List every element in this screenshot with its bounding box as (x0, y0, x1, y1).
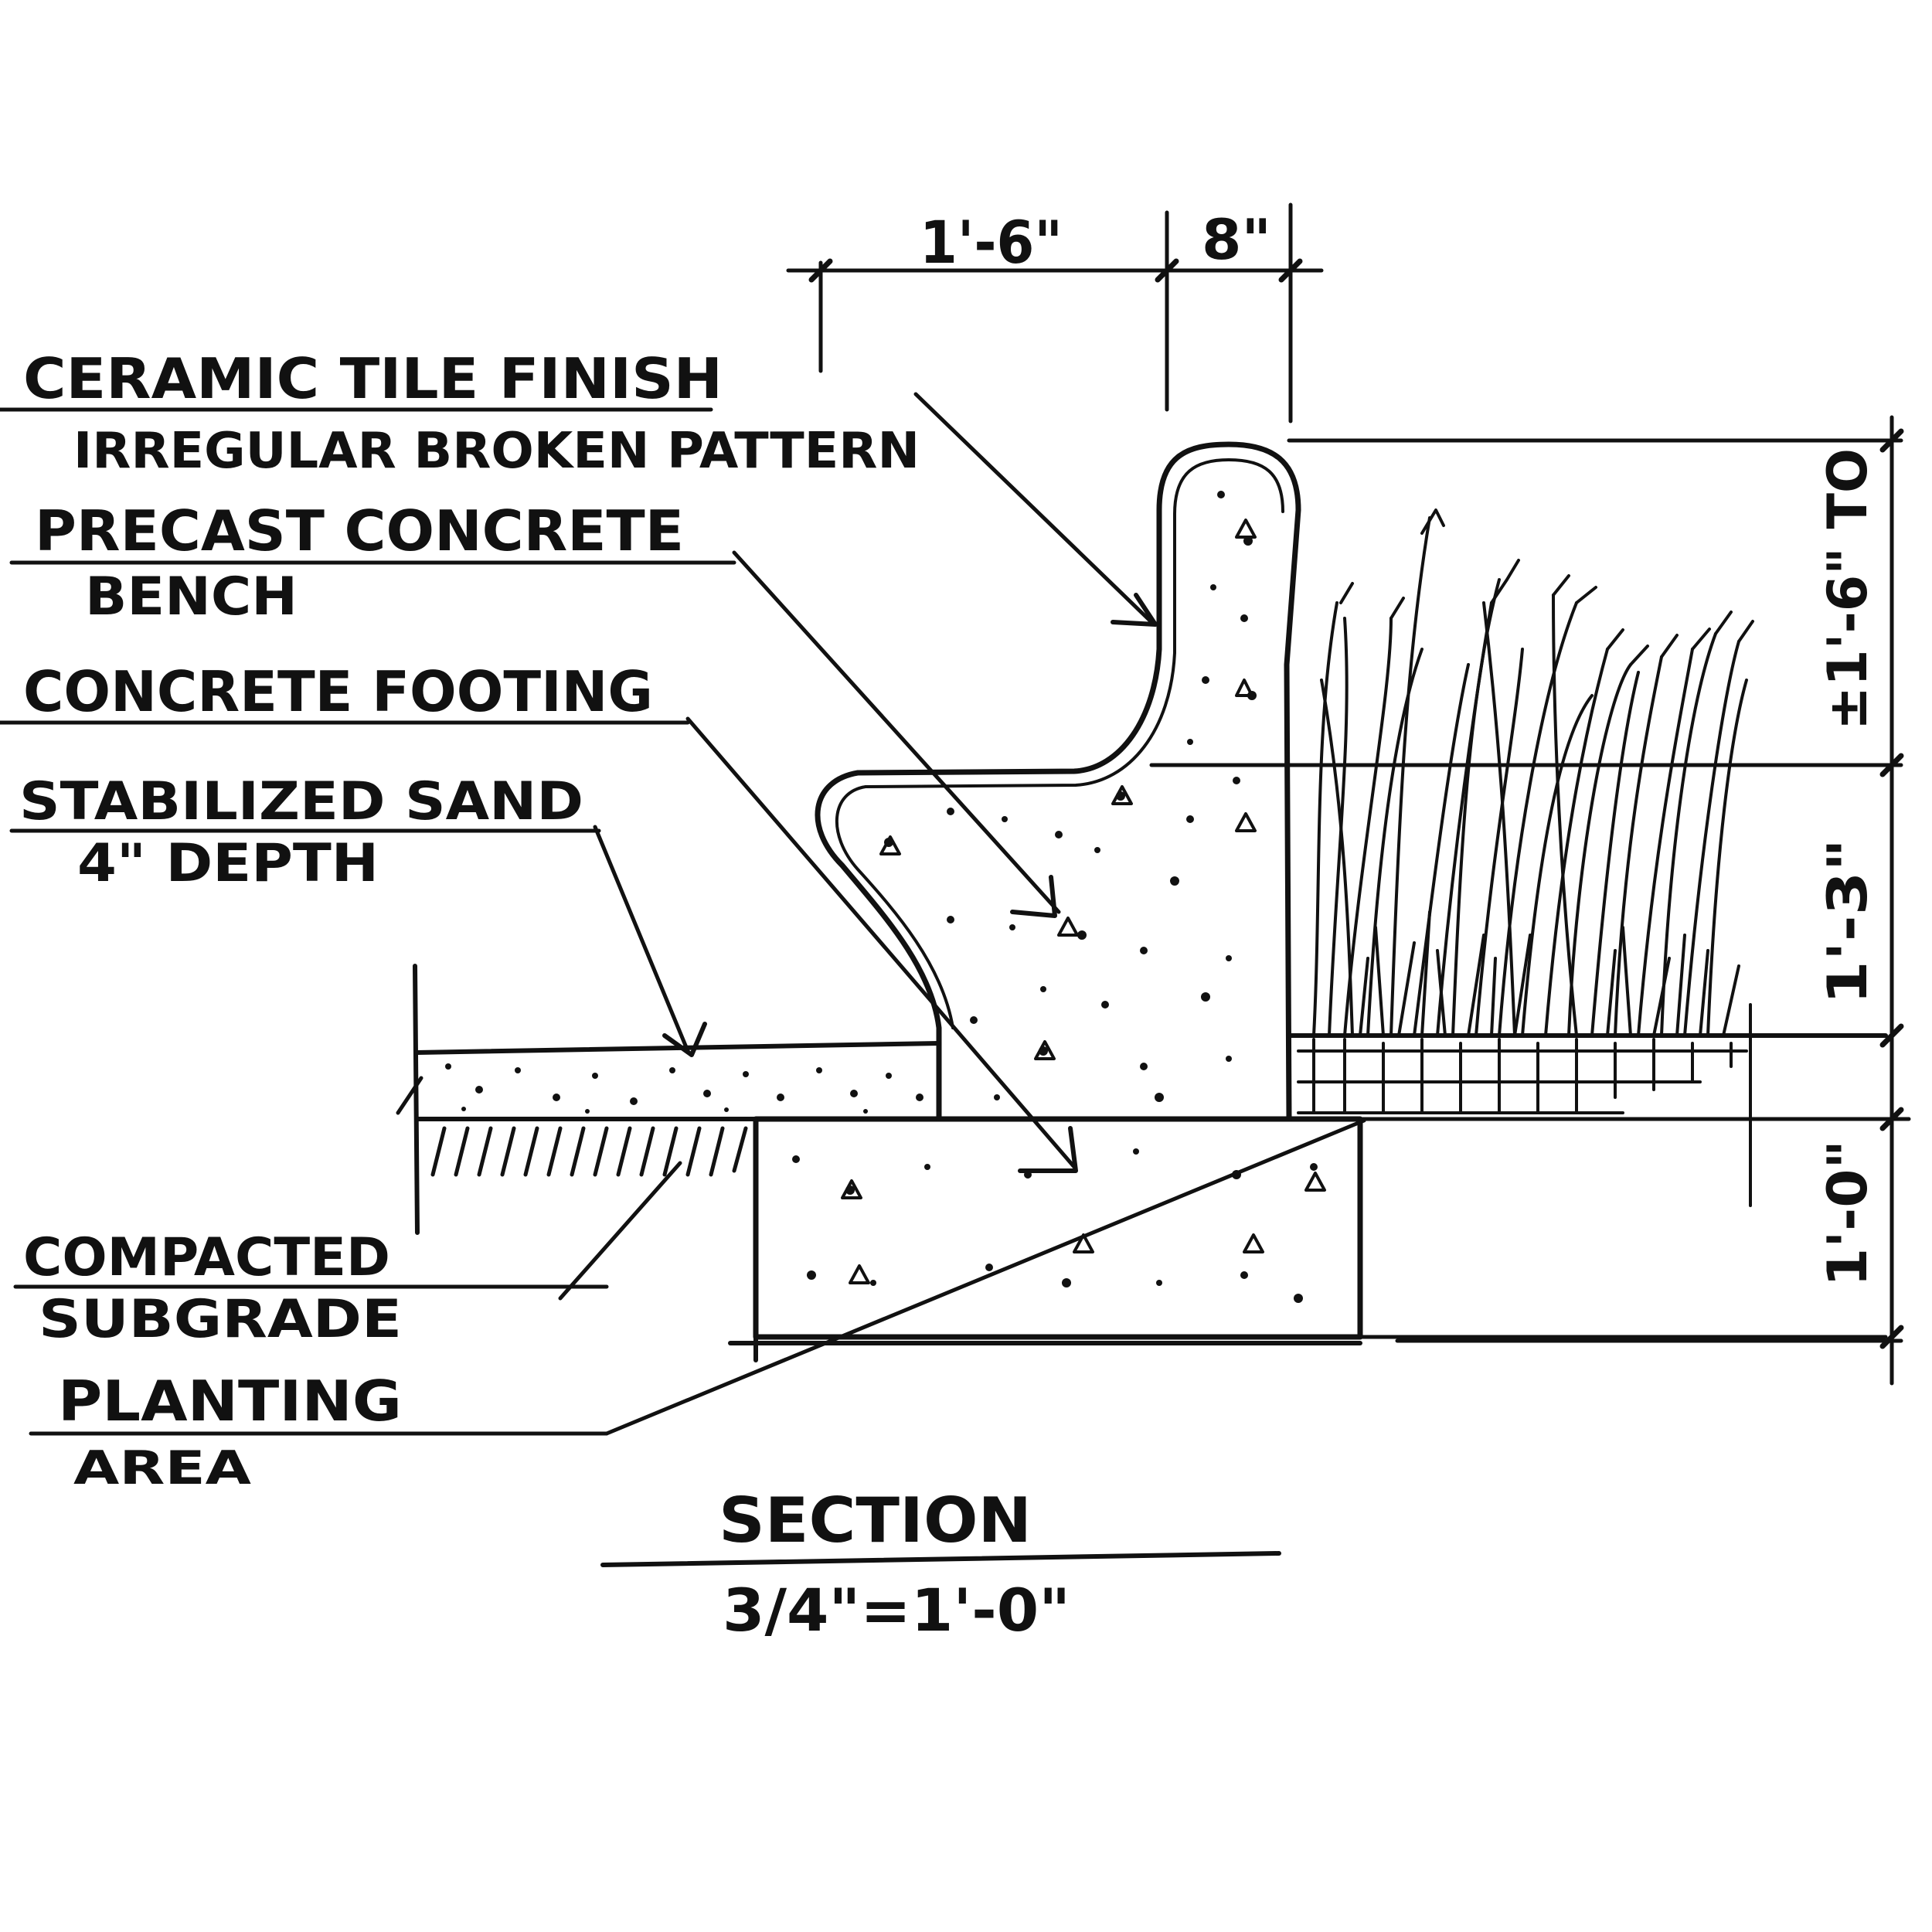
stabilized-sand-layer (396, 964, 941, 1235)
drawing-title-block: SECTION 3/4"=1'-0" (719, 1485, 1070, 1645)
top-dimension-lines (786, 202, 1324, 423)
label-ceramic-tile-line2: IRREGULAR BROKEN PATTERN (73, 423, 920, 480)
dimension-labels: 1'-6" 8" ±1'-6" TO 1'-3" 1'-0" (920, 207, 1879, 1287)
label-compacted-subgrade-line1: COMPACTED (23, 1227, 390, 1288)
dim-footing-height: 1'-0" (1816, 1140, 1879, 1287)
label-bench-line1: PRECAST CONCRETE (35, 498, 684, 563)
dim-back-height: ±1'-6" TO (1816, 448, 1879, 730)
drawing-title: SECTION (719, 1485, 1032, 1556)
label-stabilized-sand-line2: 4" DEPTH (77, 833, 379, 894)
leader-lines (0, 392, 1366, 1567)
dim-seat-height: 1'-3" (1816, 838, 1879, 1005)
label-planting-area-line2: AREA (73, 1441, 252, 1495)
drawing-scale: 3/4"=1'-0" (723, 1576, 1070, 1645)
label-stabilized-sand-line1: STABILIZED SAND (19, 771, 583, 832)
concrete-triangle-marks (841, 519, 1326, 1284)
right-dimension-lines (1149, 415, 1911, 1386)
label-bench-line2: BENCH (85, 566, 298, 628)
label-ceramic-tile-line1: CERAMIC TILE FINISH (23, 346, 723, 411)
planting-area (1287, 1003, 1888, 1339)
label-concrete-footing: CONCRETE FOOTING (23, 659, 653, 724)
compacted-subgrade-hatch (430, 1126, 748, 1177)
concrete-footing (728, 1116, 1363, 1362)
callout-labels: CERAMIC TILE FINISH IRREGULAR BROKEN PAT… (19, 346, 920, 1495)
label-planting-area-line1: PLANTING (58, 1369, 402, 1434)
label-compacted-subgrade-line2: SUBGRADE (39, 1289, 402, 1350)
ornamental-grass-planting (1312, 509, 1754, 1037)
dim-back-width: 8" (1202, 207, 1271, 272)
dim-seat-depth: 1'-6" (920, 208, 1063, 277)
precast-concrete-bench (815, 441, 1301, 1122)
